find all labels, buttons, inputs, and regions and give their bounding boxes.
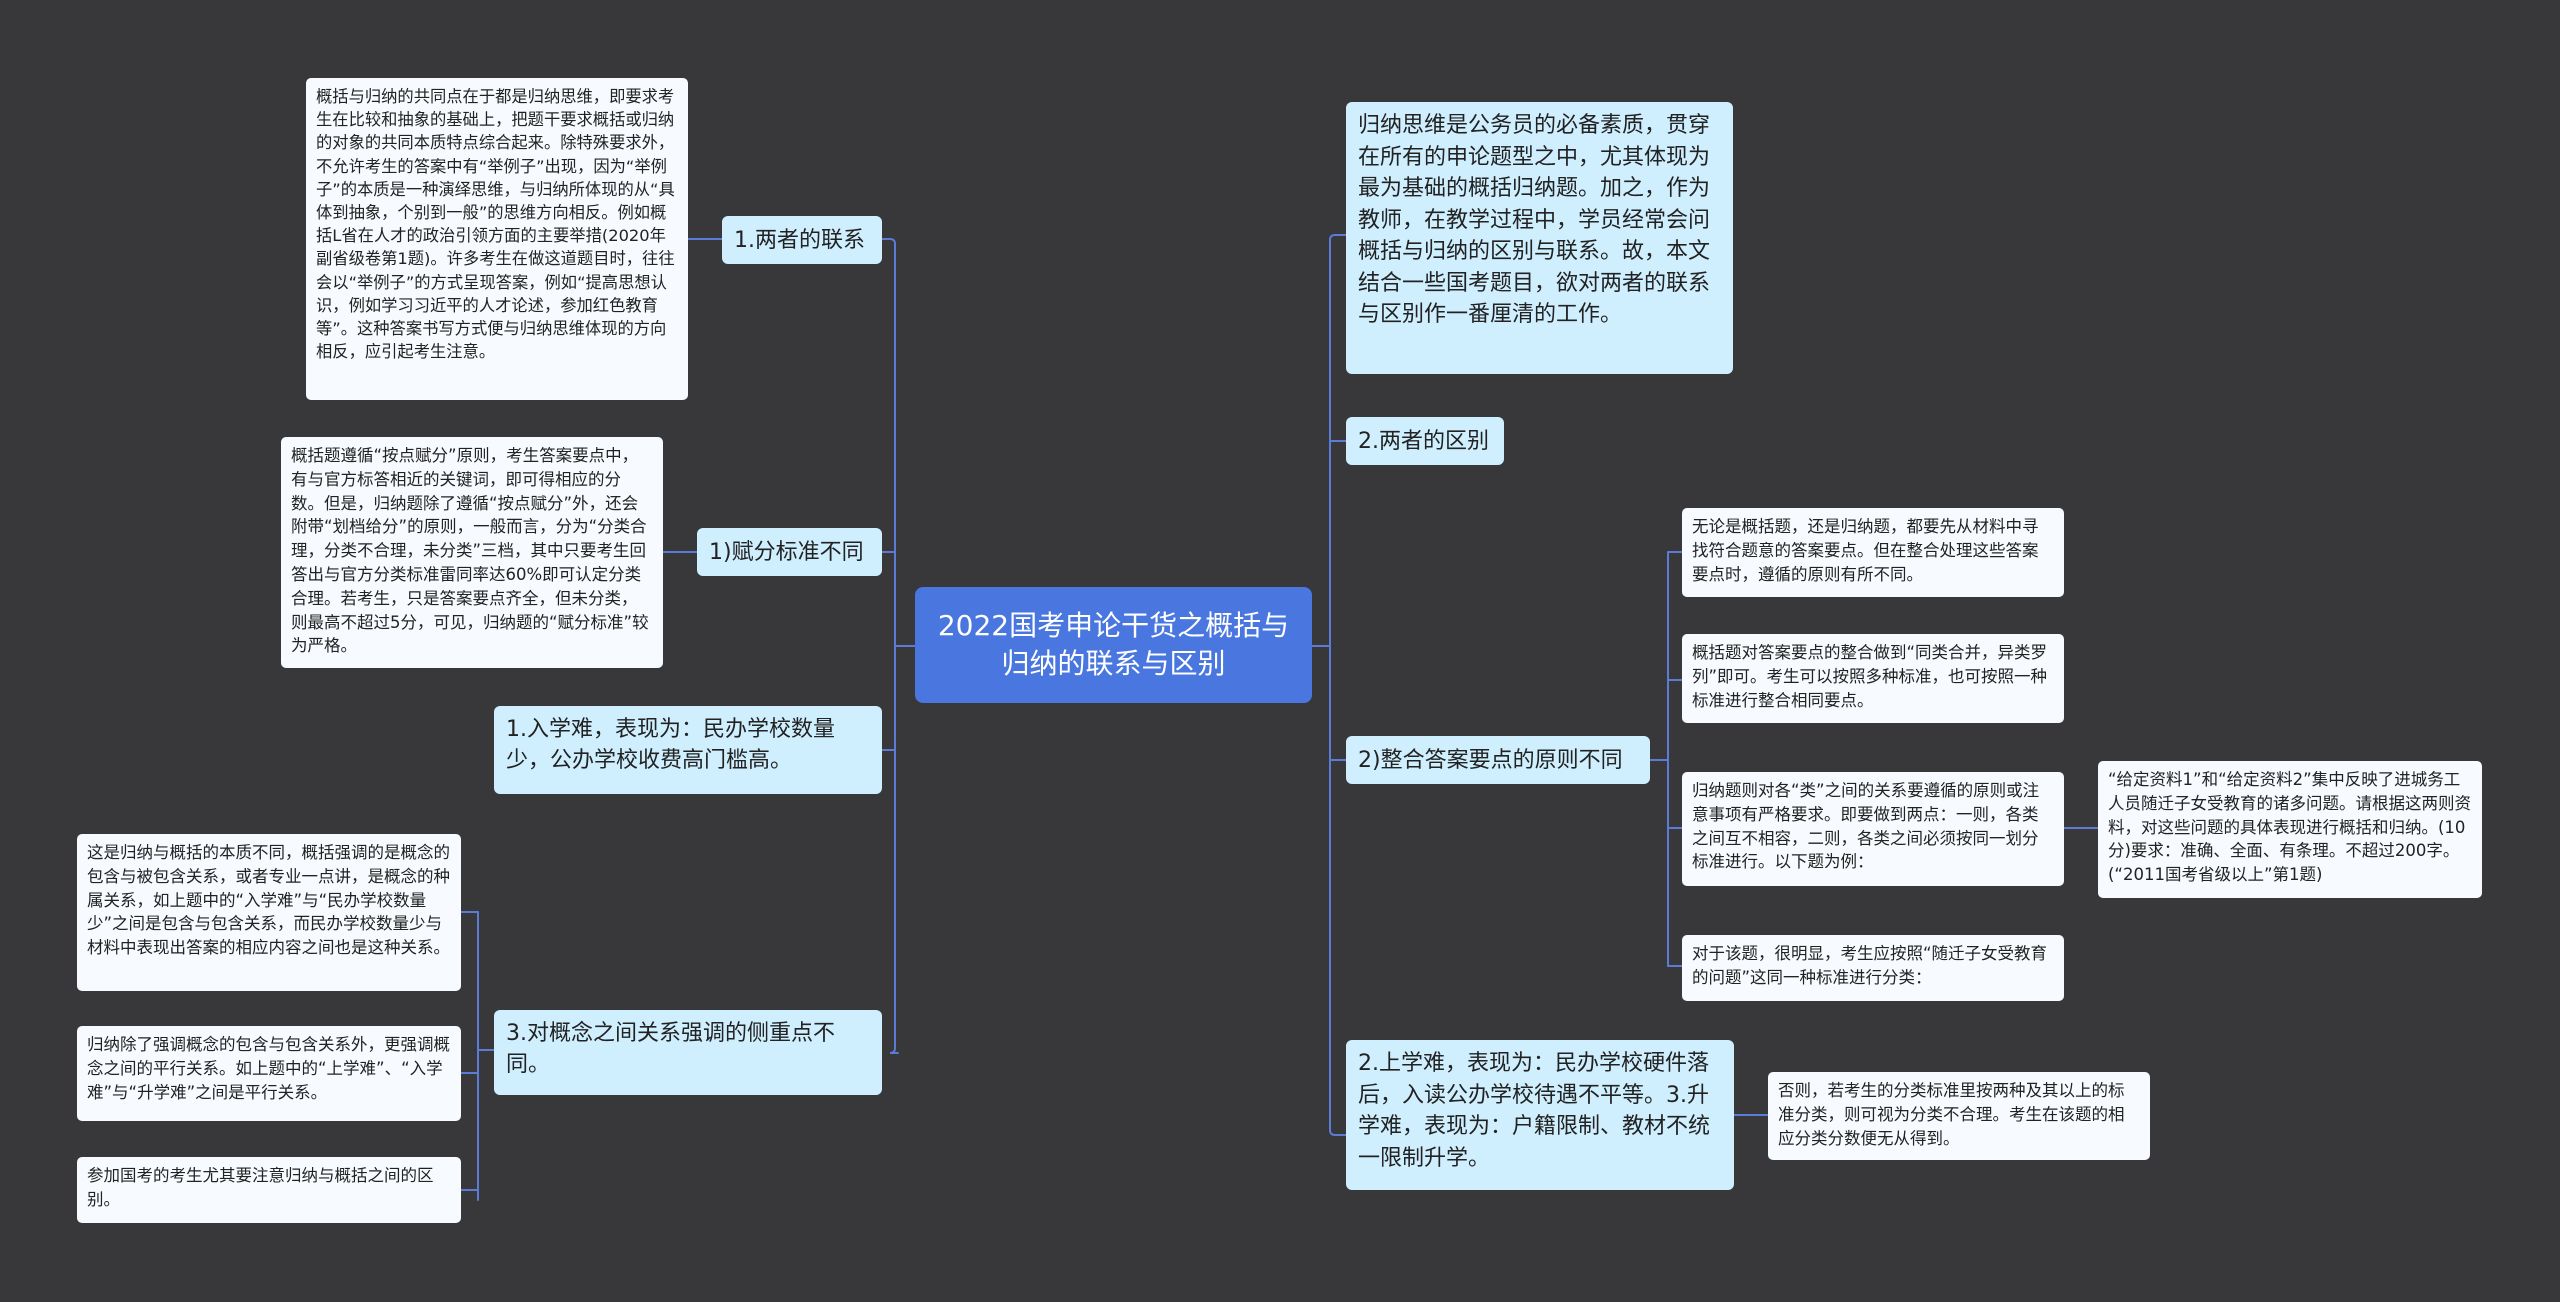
example-text: “给定资料1”和“给定资料2”集中反映了进城务工人员随迁子女受教育的诸多问题。请… <box>2108 770 2471 885</box>
principle-node[interactable]: 2)整合答案要点的原则不同 <box>1346 736 1650 784</box>
root-node[interactable]: 2022国考申论干货之概括与归纳的联系与区别 <box>915 587 1312 703</box>
relation-node[interactable]: 1.两者的联系 <box>722 216 882 264</box>
concept-detail-node-2[interactable]: 归纳除了强调概念的包含与包含关系外，更强调概念之间的平行关系。如上题中的“上学难… <box>77 1026 461 1121</box>
scoring-detail-node[interactable]: 概括题遵循“按点赋分”原则，考生答案要点中，有与官方标答相近的关键词，即可得相应… <box>281 437 663 668</box>
relation-label: 1.两者的联系 <box>734 227 865 253</box>
principle-detail-node-4[interactable]: 对于该题，很明显，考生应按照“随迁子女受教育的问题”这同一种标准进行分类： <box>1682 935 2064 1001</box>
concept-detail-text-1: 这是归纳与概括的本质不同，概括强调的是概念的包含与被包含关系，或者专业一点讲，是… <box>87 843 450 958</box>
scoring-label: 1)赋分标准不同 <box>709 539 864 565</box>
difference-label: 2.两者的区别 <box>1358 428 1489 454</box>
principle-detail-text-1: 无论是概括题，还是归纳题，都要先从材料中寻找符合题意的答案要点。但在整合处理这些… <box>1692 517 2039 584</box>
intro-text: 归纳思维是公务员的必备素质，贯穿在所有的申论题型之中，尤其体现为最为基础的概括归… <box>1358 113 1711 327</box>
difference-node[interactable]: 2.两者的区别 <box>1346 417 1504 465</box>
connector-school <box>1329 1129 1347 1136</box>
scoring-node[interactable]: 1)赋分标准不同 <box>697 528 882 576</box>
principle-label: 2)整合答案要点的原则不同 <box>1358 747 1623 773</box>
concept-detail-text-3: 参加国考的考生尤其要注意归纳与概括之间的区别。 <box>87 1166 434 1209</box>
connector-concept <box>889 1047 899 1054</box>
school-label: 2.上学难，表现为：民办学校硬件落后，入读公办学校待遇不平等。3.升学难，表现为… <box>1358 1051 1711 1171</box>
concept-node[interactable]: 3.对概念之间关系强调的侧重点不同。 <box>494 1010 882 1095</box>
example-node[interactable]: “给定资料1”和“给定资料2”集中反映了进城务工人员随迁子女受教育的诸多问题。请… <box>2098 761 2482 898</box>
root-title: 2022国考申论干货之概括与归纳的联系与区别 <box>937 609 1290 680</box>
principle-detail-text-4: 对于该题，很明显，考生应按照“随迁子女受教育的问题”这同一种标准进行分类： <box>1692 944 2048 987</box>
enroll-node[interactable]: 1.入学难，表现为：民办学校数量少，公办学校收费高门槛高。 <box>494 706 882 794</box>
concept-label: 3.对概念之间关系强调的侧重点不同。 <box>506 1021 835 1077</box>
relation-detail-node[interactable]: 概括与归纳的共同点在于都是归纳思维，即要求考生在比较和抽象的基础上，把题干要求概… <box>306 78 688 400</box>
principle-detail-node-2[interactable]: 概括题对答案要点的整合做到“同类合并，异类罗列”即可。考生可以按照多种标准，也可… <box>1682 634 2064 723</box>
principle-detail-text-3: 归纳题则对各“类”之间的关系要遵循的原则或注意事项有严格要求。即要做到两点：一则… <box>1692 781 2040 872</box>
school-node[interactable]: 2.上学难，表现为：民办学校硬件落后，入读公办学校待遇不平等。3.升学难，表现为… <box>1346 1040 1734 1190</box>
concept-detail-text-2: 归纳除了强调概念的包含与包含关系外，更强调概念之间的平行关系。如上题中的“上学难… <box>87 1035 450 1102</box>
scoring-detail-text: 概括题遵循“按点赋分”原则，考生答案要点中，有与官方标答相近的关键词，即可得相应… <box>291 446 649 656</box>
enroll-label: 1.入学难，表现为：民办学校数量少，公办学校收费高门槛高。 <box>506 717 835 773</box>
principle-detail-text-2: 概括题对答案要点的整合做到“同类合并，异类罗列”即可。考生可以按照多种标准，也可… <box>1692 643 2048 710</box>
school-detail-text: 否则，若考生的分类标准里按两种及其以上的标准分类，则可视为分类不合理。考生在该题… <box>1778 1081 2125 1148</box>
connector-intro <box>1329 234 1347 241</box>
connector-relation <box>879 238 896 245</box>
concept-detail-node-3[interactable]: 参加国考的考生尤其要注意归纳与概括之间的区别。 <box>77 1157 461 1223</box>
principle-detail-node-1[interactable]: 无论是概括题，还是归纳题，都要先从材料中寻找符合题意的答案要点。但在整合处理这些… <box>1682 508 2064 597</box>
relation-detail-text: 概括与归纳的共同点在于都是归纳思维，即要求考生在比较和抽象的基础上，把题干要求概… <box>316 87 675 362</box>
concept-detail-node-1[interactable]: 这是归纳与概括的本质不同，概括强调的是概念的包含与被包含关系，或者专业一点讲，是… <box>77 834 461 991</box>
principle-detail-node-3[interactable]: 归纳题则对各“类”之间的关系要遵循的原则或注意事项有严格要求。即要做到两点：一则… <box>1682 772 2064 886</box>
school-detail-node[interactable]: 否则，若考生的分类标准里按两种及其以上的标准分类，则可视为分类不合理。考生在该题… <box>1768 1072 2150 1160</box>
intro-node[interactable]: 归纳思维是公务员的必备素质，贯穿在所有的申论题型之中，尤其体现为最为基础的概括归… <box>1346 102 1733 374</box>
